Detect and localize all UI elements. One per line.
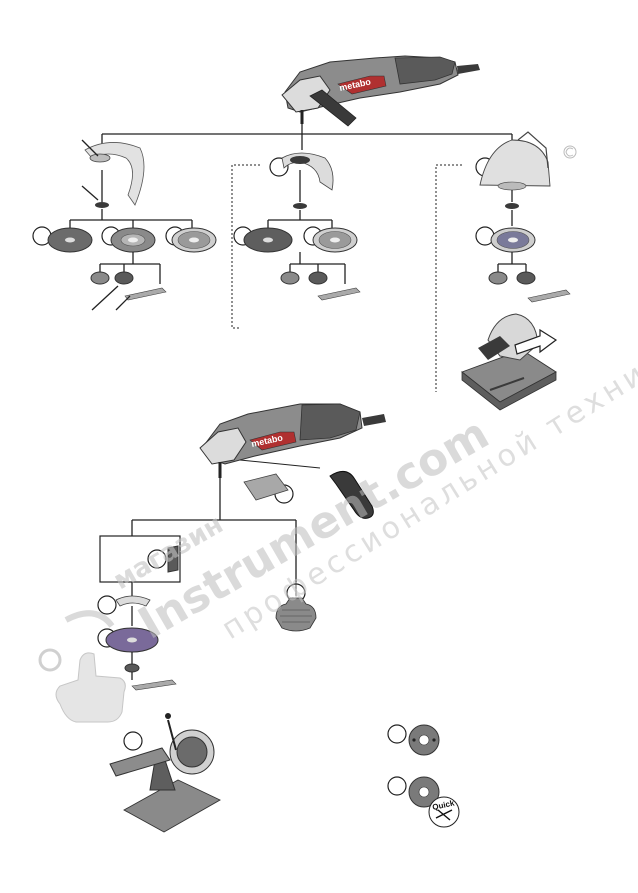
flange-1 [95,202,109,208]
spanner-lower [131,679,177,691]
spanner-1 [124,287,167,301]
cutting-stand-group [109,713,221,833]
flange-nut-3a [488,271,508,285]
quick-badge [428,796,460,828]
cutting-guard-3 [479,139,551,187]
hand-guard [243,473,289,501]
backing-pad-stack [97,595,177,691]
wire-cup-brush-group [275,582,317,632]
angle-grinder-top: metabo [281,55,480,127]
spindle-adapter [167,545,179,573]
spanner-3 [527,289,571,303]
wheel-guard-1 [84,142,145,206]
thumbs-up-logo [38,610,126,723]
flange-2 [293,203,307,209]
flange-3 [505,203,519,209]
flange-nut-2a [280,271,300,285]
side-handle [329,471,374,519]
wire-cup-brush [275,582,317,632]
cutting-guide-sled [461,313,558,411]
watermark: магазин Instrument.com профессиональной … [109,331,638,650]
quick-nut-group: Quick [387,724,460,828]
branch-grinding-guard [32,139,217,311]
branch-cutting-guard-right [435,131,571,392]
flange-nut-1b [114,271,134,285]
flange-nut-1a [90,271,110,285]
backing-pad [115,595,151,607]
tree-lines-top [101,124,513,150]
copyright-mark [563,145,577,159]
flange-nut-2b [308,271,328,285]
branch-cutting-guard-middle [231,152,361,329]
spanner-2 [317,287,361,301]
flange-nut-lower [124,663,140,673]
flange-nut-3b [516,271,536,285]
tree-lines-middle [99,478,297,596]
angle-grinder-middle: metabo [199,403,386,519]
